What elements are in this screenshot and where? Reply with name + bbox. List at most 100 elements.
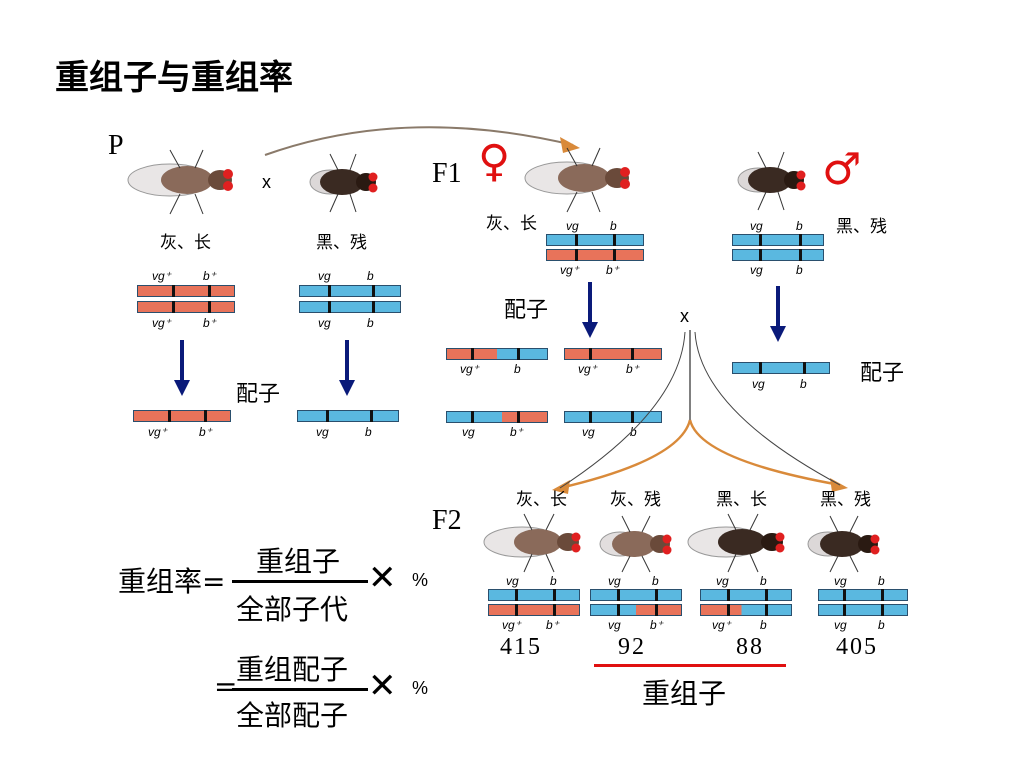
fly-f2-black-long-icon [687,513,785,573]
recombinant-label: 重组子 [642,677,727,710]
allele-label: vg⁺ [152,316,172,330]
formula-numerator-2: 重组配子 [236,653,349,686]
male-symbol-icon: ♂ [822,144,862,195]
allele-label: b [760,618,767,632]
p-phenotype-black-vestigial: 黑、残 [316,233,367,253]
allele-label: b⁺ [203,269,217,283]
allele-label: vg [750,219,763,233]
down-arrow-icon [770,286,786,342]
count-black-long: 88 [736,634,764,660]
f2-phenotype-black-vestigial: 黑、残 [820,490,871,510]
chromosome-blue [818,604,908,616]
formula-percent-1: % [412,570,429,590]
generation-f2-label: F2 [432,505,462,536]
chromosome-blue [700,589,792,601]
chromosome-blue [299,285,401,297]
allele-label: vg [318,269,331,283]
allele-label: vg⁺ [152,269,172,283]
chromosome-red [137,285,235,297]
chromosome-blue [818,589,908,601]
allele-label: vg [834,574,847,588]
allele-label: b [652,574,659,588]
f1-phenotype-gray-long: 灰、长 [486,214,537,234]
allele-label: b⁺ [546,618,560,632]
f2-phenotype-gray-long: 灰、长 [516,490,567,510]
fly-f2-gray-vestigial-icon [599,515,672,573]
allele-label: b [365,425,372,439]
chromosome-red [546,249,644,261]
allele-label: vg⁺ [502,618,522,632]
f2-phenotype-black-long: 黑、长 [716,490,767,510]
allele-label: vg [834,618,847,632]
allele-label: vg [582,425,595,439]
allele-label: b [610,219,617,233]
allele-label: b⁺ [510,425,524,439]
allele-label: b [800,377,807,391]
page-title: 重组子与重组率 [55,58,293,98]
fly-gray-long-icon [127,149,233,215]
allele-label: vg⁺ [712,618,732,632]
fly-f1-male-icon [737,151,806,211]
chromosome-blue [732,249,824,261]
gamete-label-f1-female: 配子 [504,298,549,323]
gamete-label-f1-male: 配子 [860,361,905,386]
allele-label: vg [462,425,475,439]
allele-label: vg [506,574,519,588]
count-black-vestigial: 405 [836,634,878,660]
down-arrow-icon [174,340,190,396]
allele-label: b [630,425,637,439]
allele-label: b⁺ [650,618,664,632]
cross-symbol-p: x [262,172,271,192]
gamete-chromosome-recombinant [446,348,548,360]
allele-label: b [796,219,803,233]
down-arrow-icon [339,340,355,396]
gamete-chromosome-red [564,348,662,360]
allele-label: b [550,574,557,588]
gamete-chromosome-red [133,410,231,422]
formula-percent-2: % [412,678,429,698]
cross-symbol-f1: x [680,306,689,326]
fly-f2-gray-long-icon [483,513,581,573]
allele-label: vg [608,574,621,588]
allele-label: b [367,269,374,283]
f2-phenotype-gray-vestigial: 灰、残 [610,490,661,510]
fly-black-vestigial-icon [309,153,378,213]
allele-label: vg [608,618,621,632]
allele-label: b⁺ [199,425,213,439]
formula-lhs: 重组率= [118,565,226,598]
allele-label: b⁺ [606,263,620,277]
down-arrow-icon [582,282,598,338]
count-gray-vestigial: 92 [618,634,646,660]
chromosome-red [137,301,235,313]
chromosome-blue [590,589,682,601]
gamete-label-p: 配子 [236,382,281,407]
gamete-chromosome-blue [297,410,399,422]
fly-f2-black-vestigial-icon [807,515,880,573]
allele-label: b [878,618,885,632]
fraction-line-1 [232,580,368,583]
allele-label: vg [752,377,765,391]
branch-arrow-icon [552,330,848,494]
allele-label: vg [566,219,579,233]
allele-label: b [878,574,885,588]
formula-numerator-1: 重组子 [256,545,341,578]
fly-f1-female-icon [524,147,630,213]
allele-label: vg⁺ [460,362,480,376]
allele-label: vg⁺ [148,425,168,439]
gamete-chromosome-blue [564,411,662,423]
count-gray-long: 415 [500,634,542,660]
allele-label: b [367,316,374,330]
chromosome-recombinant [700,604,792,616]
chromosome-recombinant [590,604,682,616]
allele-label: vg [750,263,763,277]
allele-label: vg [716,574,729,588]
chromosome-blue [299,301,401,313]
gamete-chromosome-recombinant [446,411,548,423]
chromosome-blue [546,234,644,246]
f1-phenotype-black-vestigial: 黑、残 [836,217,887,237]
allele-label: b⁺ [203,316,217,330]
times-icon: ✕ [368,666,397,706]
gamete-chromosome-blue [732,362,830,374]
allele-label: b [760,574,767,588]
generation-p-label: P [108,130,124,161]
